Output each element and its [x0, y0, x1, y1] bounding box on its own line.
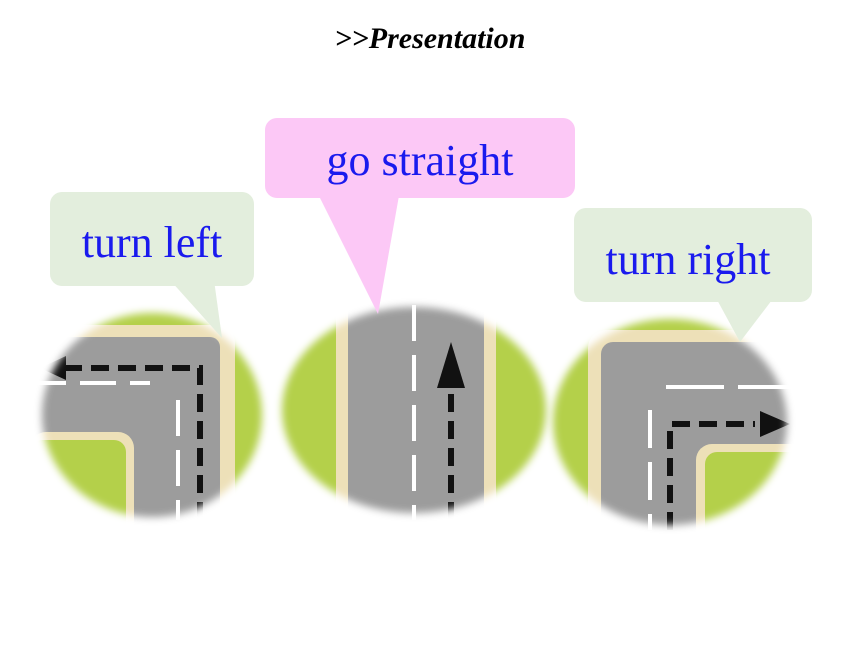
go-straight-label: go straight [327, 136, 514, 185]
turn-right-callout: turn right [574, 208, 812, 342]
go-straight-scene [270, 295, 560, 525]
turn-right-scene [545, 310, 835, 602]
turn-left-label: turn left [82, 218, 223, 267]
turn-left-callout: turn left [50, 192, 254, 338]
go-straight-callout: go straight [265, 118, 575, 314]
turn-left-scene [30, 300, 280, 602]
turn-right-label: turn right [606, 235, 771, 284]
page-title: >>Presentation [334, 22, 526, 55]
